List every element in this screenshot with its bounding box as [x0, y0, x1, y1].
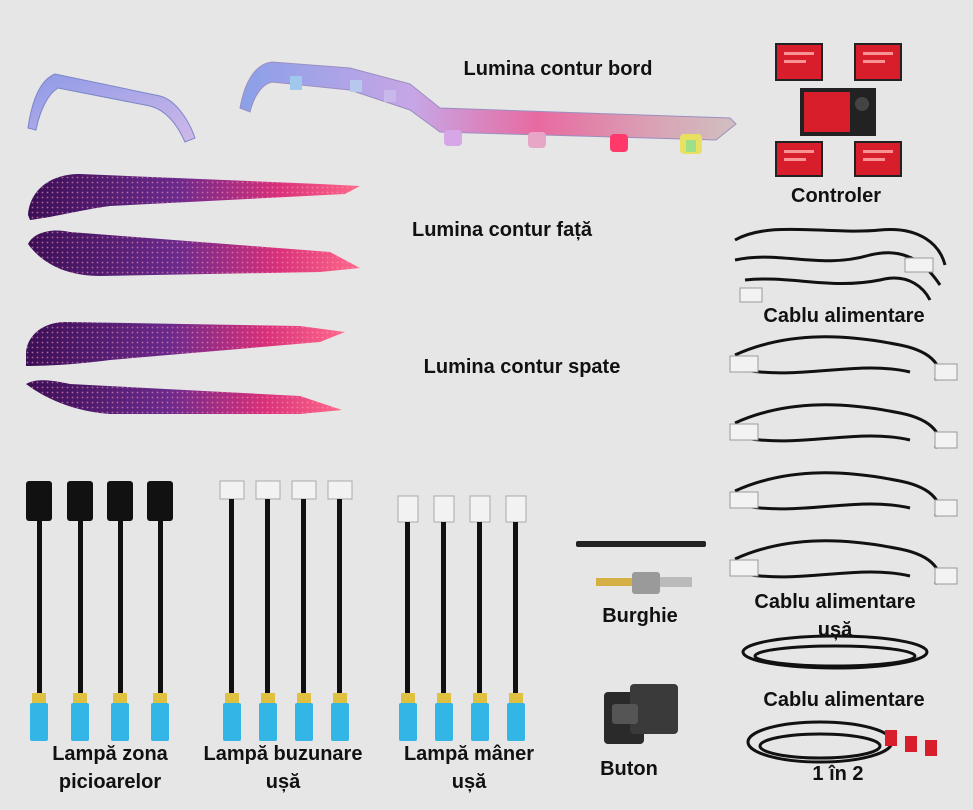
door-pocket-lamps	[219, 480, 353, 741]
label-door-pocket-lamp-line2: ușă	[265, 771, 301, 793]
label-door-pocket-lamp: Lampă buzunare ușă	[188, 740, 378, 796]
label-front-light: Lumina contur față	[411, 219, 592, 241]
label-power-cable: Cablu alimentare	[763, 305, 925, 327]
label-drill: Burghie	[602, 605, 678, 627]
label-door-power-cable: Cablu alimentare ușă	[735, 588, 935, 644]
footwell-lamps	[26, 481, 173, 741]
label-splitter-cable-line1: Cablu alimentare	[763, 689, 925, 711]
label-handle-lamp-line2: ușă	[451, 771, 487, 793]
door-cable-coil	[741, 634, 929, 670]
front-contour-strips	[28, 174, 360, 276]
dashboard-contour-light	[239, 61, 737, 154]
drill-bits	[576, 541, 706, 594]
label-door-power-cable-line1: Cablu alimentare	[754, 591, 916, 613]
label-door-power-cable-line2: ușă	[817, 619, 853, 641]
corner-arch-light	[27, 73, 196, 143]
label-footwell-lamp-line1: Lampă zona	[52, 743, 168, 765]
label-handle-lamp: Lampă mâner ușă	[384, 740, 554, 796]
label-door-pocket-lamp-line1: Lampă buzunare	[203, 743, 363, 765]
button-switch	[604, 684, 678, 744]
door-power-cable-bundles	[729, 335, 958, 586]
controller-modules	[775, 43, 902, 177]
label-handle-lamp-line1: Lampă mâner	[403, 743, 535, 765]
label-splitter-cable-line2: 1 în 2	[812, 763, 864, 785]
label-footwell-lamp: Lampă zona picioarelor	[20, 740, 200, 796]
rear-contour-strips	[26, 322, 345, 414]
splitter-cable-coil	[746, 720, 937, 764]
handle-lamps	[397, 495, 527, 741]
power-harness	[734, 227, 947, 303]
label-rear-light: Lumina contur spate	[423, 356, 621, 378]
label-controller: Controler	[791, 185, 881, 207]
label-button: Buton	[600, 758, 658, 780]
label-footwell-lamp-line2: picioarelor	[58, 771, 162, 793]
label-dashboard-light: Lumina contur bord	[463, 58, 653, 80]
